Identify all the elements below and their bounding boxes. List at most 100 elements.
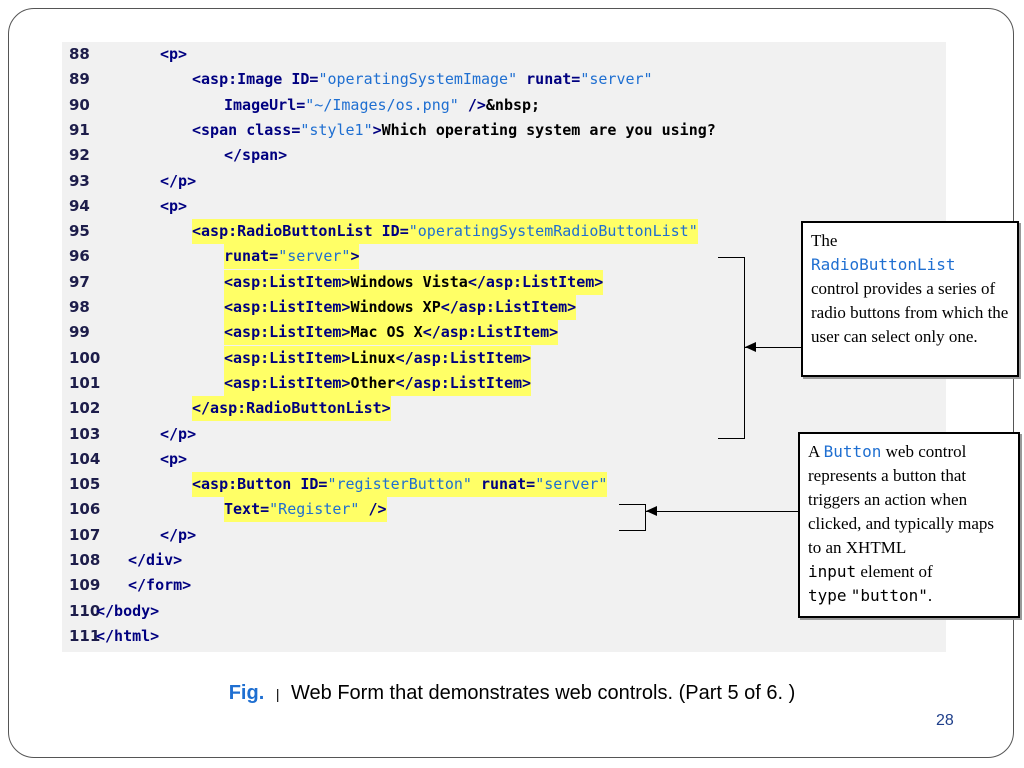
radiobuttonlist-bracket <box>718 257 745 439</box>
code-token: <p> <box>160 45 188 63</box>
radiobuttonlist-arrow-line <box>745 347 801 348</box>
code-text: Text="Register" /> <box>224 497 387 523</box>
code-text: <span class="style1">Which operating sys… <box>192 118 716 143</box>
code-line: 104 <p> <box>62 447 946 472</box>
line-number: 98 <box>69 298 90 316</box>
code-line: 99<asp:ListItem>Mac OS X</asp:ListItem> <box>62 320 946 346</box>
line-number: 90 <box>69 95 90 114</box>
line-number: 104 <box>69 449 101 468</box>
line-number: 88 <box>69 45 90 63</box>
code-token: &nbsp; <box>485 95 541 114</box>
code-token: "style1" <box>300 120 373 139</box>
code-line: 92 </span> <box>62 143 946 168</box>
code-token: </div> <box>128 551 183 569</box>
code-token: Other <box>350 373 396 392</box>
line-number: 92 <box>69 146 90 165</box>
code-line: 95 <asp:RadioButtonList ID="operatingSyst… <box>62 219 946 245</box>
code-line: 91 <span class="style1">Which operating s… <box>62 118 946 143</box>
code-token: </asp:ListItem> <box>422 323 559 342</box>
code-line: 100<asp:ListItem>Linux</asp:ListItem> <box>62 345 946 371</box>
line-number: 103 <box>69 424 101 443</box>
code-token: runat= <box>517 70 581 89</box>
callout-code: input <box>808 562 857 581</box>
button-arrowhead <box>646 506 657 516</box>
code-token: "operatingSystemRadioButtonList" <box>408 222 698 241</box>
code-token: Linux <box>350 348 396 367</box>
code-token: </p> <box>160 424 197 443</box>
code-line: 109 </form> <box>62 573 946 598</box>
code-token: Mac OS X <box>350 323 423 342</box>
line-number: 91 <box>69 120 90 139</box>
code-line: 105<asp:Button ID="registerButton" runat… <box>62 472 946 498</box>
code-token: </p> <box>160 171 197 190</box>
line-number: 107 <box>69 525 101 544</box>
code-token: > <box>350 247 360 266</box>
line-number: 101 <box>69 373 101 392</box>
code-token: Windows Vista <box>350 272 468 291</box>
button-callout: A Button web control represents a button… <box>798 432 1020 618</box>
code-token: "server" <box>278 247 351 266</box>
button-bracket <box>619 504 646 531</box>
line-number: 110 <box>69 601 101 620</box>
code-token: </asp:ListItem> <box>395 348 532 367</box>
code-token: </form> <box>128 576 192 595</box>
code-text: ImageUrl="~/Images/os.png" />&nbsp; <box>224 93 540 118</box>
line-number: 96 <box>69 247 90 266</box>
line-number: 108 <box>69 551 101 569</box>
line-number: 100 <box>69 348 101 367</box>
code-line: 102</asp:RadioButtonList> <box>62 396 946 422</box>
radiobuttonlist-callout: The RadioButtonList control provides a s… <box>801 221 1019 377</box>
code-text: <p> <box>160 194 187 219</box>
code-token: </asp:ListItem> <box>395 373 532 392</box>
code-token: <asp:ListItem> <box>224 298 351 316</box>
code-text: </div> <box>128 548 182 573</box>
code-line: 101<asp:ListItem>Other</asp:ListItem> <box>62 370 946 396</box>
code-text: </asp:RadioButtonList> <box>192 396 391 422</box>
code-token: "server" <box>580 70 653 89</box>
code-token: ID= <box>300 475 328 494</box>
code-text: <asp:RadioButtonList ID="operatingSystem… <box>192 219 698 245</box>
code-token: </asp:RadioButtonList> <box>192 399 391 418</box>
code-token: "Register" <box>269 500 360 519</box>
code-text: <p> <box>160 42 187 67</box>
callout-text: A <box>808 442 820 461</box>
page-number: 28 <box>936 712 954 729</box>
code-listing: 88 <p> 89 <asp:Image ID= "operatingSystemIma… <box>62 42 946 652</box>
code-text: </span> <box>224 143 287 168</box>
line-number: 95 <box>69 222 90 241</box>
callout-text: element of <box>860 562 933 581</box>
radiobuttonlist-arrowhead <box>745 342 756 352</box>
caption-text: Web Form that demonstrates web controls.… <box>291 682 796 704</box>
code-token: <p> <box>160 449 188 468</box>
callout-text: The <box>811 231 838 250</box>
code-token: </asp:ListItem> <box>440 298 577 316</box>
code-line: 98<asp:ListItem>Windows XP</asp:ListItem… <box>62 295 946 320</box>
line-number: 89 <box>69 70 90 89</box>
code-text: </p> <box>160 523 196 548</box>
code-token: class= <box>246 120 301 139</box>
code-token: > <box>372 120 382 139</box>
line-number: 111 <box>69 626 101 645</box>
code-line: 90 ImageUrl="~/Images/os.png" />&nbsp; <box>62 93 946 118</box>
line-number: 94 <box>69 196 90 215</box>
line-number: 97 <box>69 272 90 291</box>
code-text: </form> <box>128 573 191 598</box>
code-text: runat="server"> <box>224 244 360 270</box>
code-token: <asp:ListItem> <box>224 323 351 342</box>
code-line: 96 runat="server"> <box>62 244 946 270</box>
line-number: 109 <box>69 576 101 595</box>
callout-code: RadioButtonList <box>811 255 956 274</box>
code-line: 88 <p> <box>62 42 946 67</box>
code-line: 97 <asp:ListItem>Windows Vista</asp:ListI… <box>62 269 946 295</box>
code-token: </asp:ListItem> <box>467 272 604 291</box>
code-token: <asp:ListItem> <box>224 272 351 291</box>
code-token: </body> <box>96 601 160 620</box>
callout-text: . <box>927 586 933 605</box>
code-line: 93 </p> <box>62 169 946 194</box>
code-token: <asp:Image <box>192 70 292 89</box>
code-token: "operatingSystemImage" <box>318 70 518 89</box>
line-number: 93 <box>69 171 90 190</box>
code-text: <asp:Button ID="registerButton" runat="s… <box>192 472 608 498</box>
code-token: <asp:RadioButtonList <box>192 222 382 241</box>
